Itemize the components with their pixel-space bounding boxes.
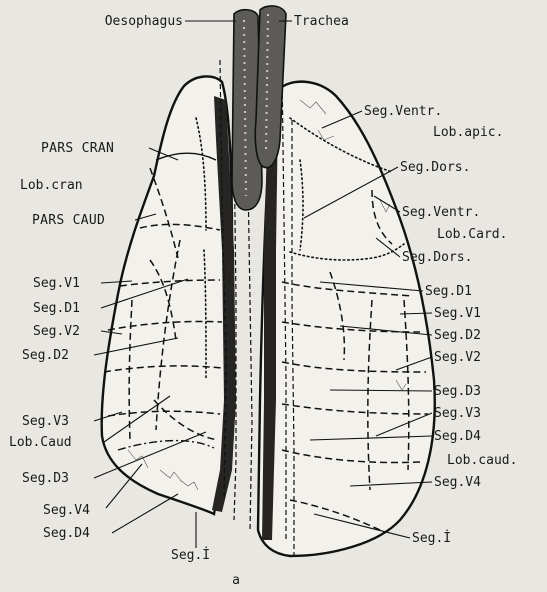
left-lung (102, 76, 236, 514)
label-right-seg-ventr-2: Seg.Ventr. (402, 205, 480, 220)
label-right-seg-v2: Seg.V2 (434, 350, 481, 365)
label-left-seg-d4: Seg.D4 (43, 526, 90, 541)
label-right-seg-v3: Seg.V3 (434, 406, 481, 421)
label-left-seg-i: Seg.İ (171, 547, 210, 563)
label-lob-cran: Lob.cran (20, 178, 83, 193)
label-right-seg-d2: Seg.D2 (434, 328, 481, 343)
label-left-seg-d1: Seg.D1 (33, 301, 80, 316)
label-right-seg-dors-1: Seg.Dors. (400, 160, 470, 175)
label-left-seg-v4: Seg.V4 (43, 503, 90, 518)
label-left-lob-caud: Lob.Caud (9, 435, 72, 450)
label-right-seg-dors-2: Seg.Dors. (402, 250, 472, 265)
label-left-seg-d2: Seg.D2 (22, 348, 69, 363)
figure-caption: a (232, 573, 240, 588)
label-left-seg-v2: Seg.V2 (33, 324, 80, 339)
label-right-lob-caud: Lob.caud. (447, 453, 517, 468)
right-lung (258, 82, 435, 556)
label-right-lob-card: Lob.Card. (437, 227, 507, 242)
label-right-seg-v1: Seg.V1 (434, 306, 481, 321)
label-right-seg-d3: Seg.D3 (434, 384, 481, 399)
label-right-seg-ventr-1: Seg.Ventr. (364, 104, 442, 119)
vessel-line-center (248, 180, 252, 530)
label-right-seg-i: Seg.İ (412, 530, 451, 546)
label-pars-cran: PARS CRAN (41, 141, 114, 156)
label-right-lob-apic: Lob.apic. (433, 125, 503, 140)
label-left-seg-d3: Seg.D3 (22, 471, 69, 486)
label-left-seg-v1: Seg.V1 (33, 276, 80, 291)
label-trachea: Trachea (294, 14, 349, 29)
label-oesophagus: Oesophagus (105, 14, 183, 29)
leader-left-seg-d4 (112, 494, 178, 533)
label-right-seg-v4: Seg.V4 (434, 475, 481, 490)
label-pars-caud: PARS CAUD (32, 213, 105, 228)
label-right-seg-d4: Seg.D4 (434, 429, 481, 444)
right-lung-outline (258, 82, 435, 556)
label-left-seg-v3: Seg.V3 (22, 414, 69, 429)
label-right-seg-d1: Seg.D1 (425, 284, 472, 299)
